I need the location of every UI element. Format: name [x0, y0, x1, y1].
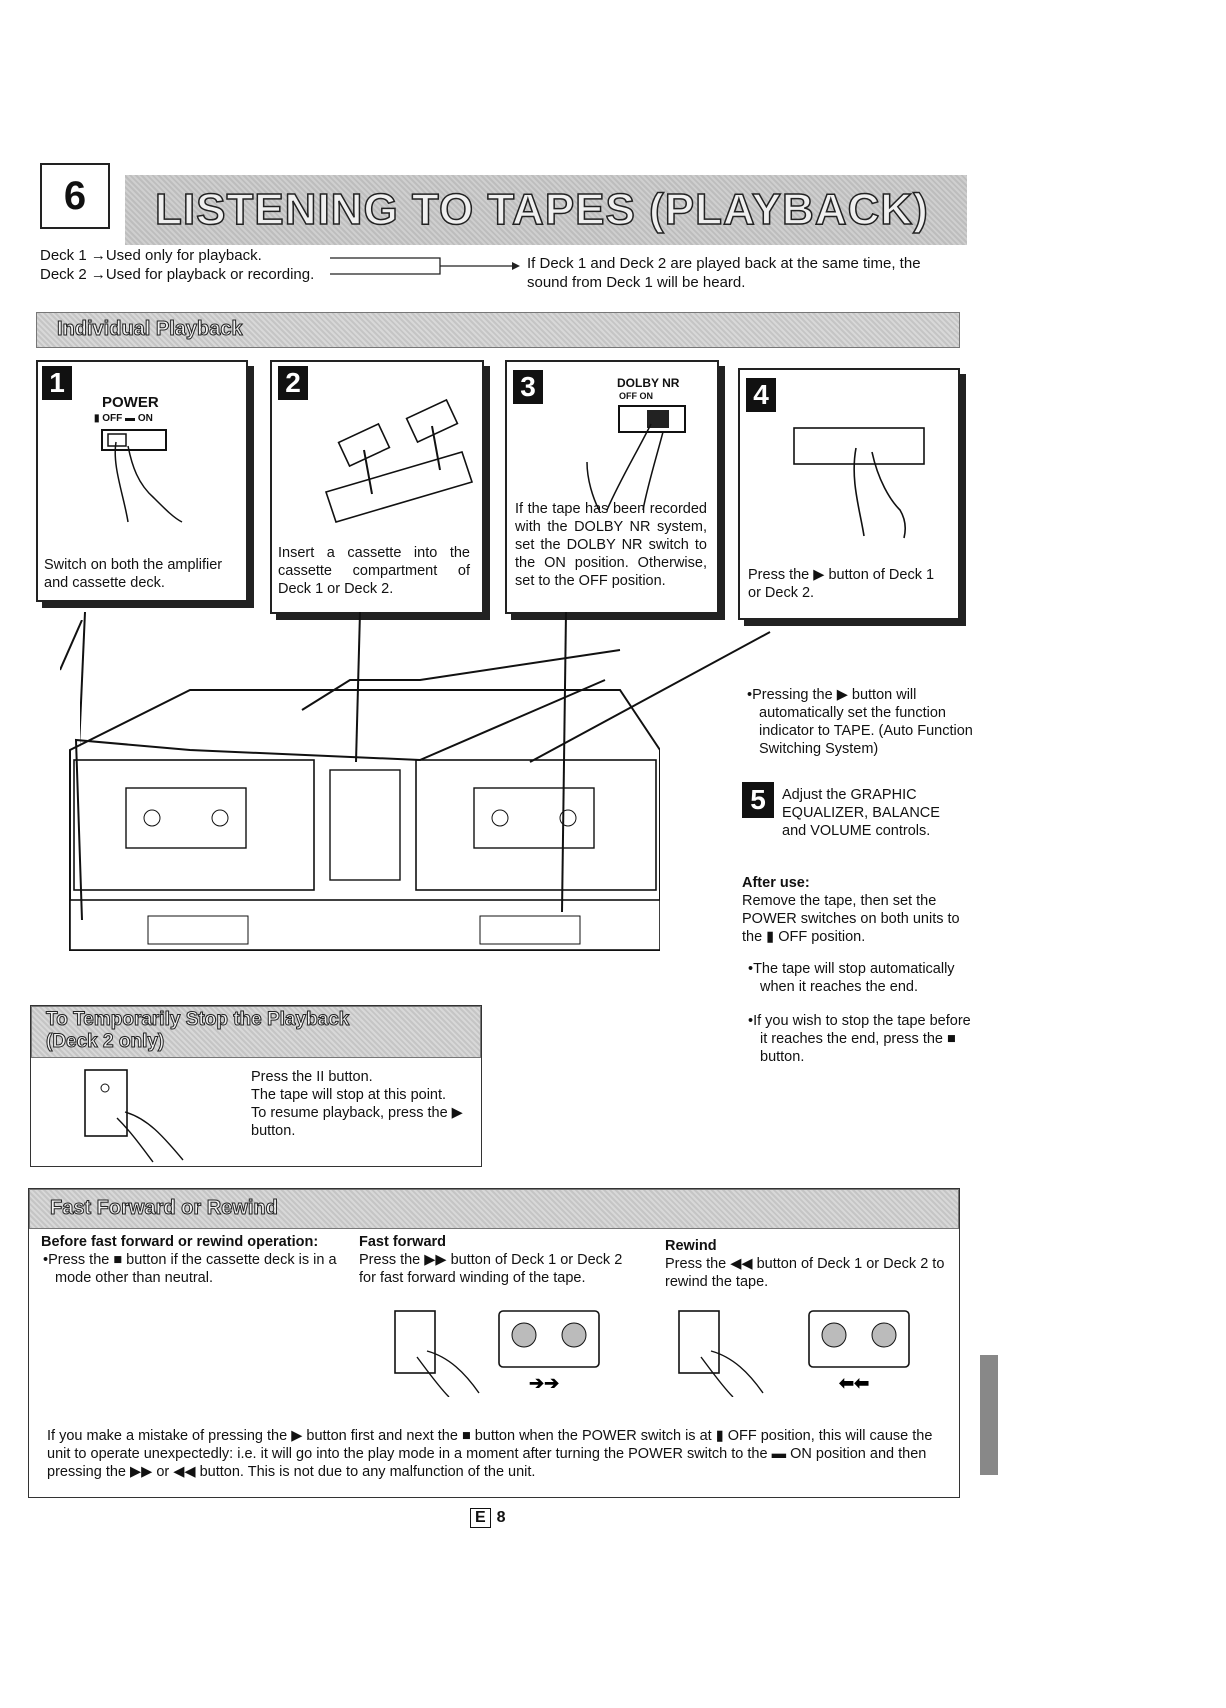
temp-stop-line-2: The tape will stop at this point. [251, 1087, 447, 1103]
temp-stop-line-3: To resume playback, press the ▶ button. [251, 1105, 463, 1139]
simultaneous-note: If Deck 1 and Deck 2 are played back at … [527, 255, 921, 291]
after-use-title: After use: [742, 875, 810, 891]
step4-text: Press the ▶ button of Deck 1 or Deck 2. [748, 567, 935, 601]
ff-title: Fast forward [359, 1234, 447, 1250]
play-button-illustration [793, 427, 925, 539]
rew-arrows: ⬅⬅ [838, 1373, 869, 1393]
temp-stop-band: To Temporarily Stop the Playback (Deck 2… [31, 1006, 481, 1058]
stop-before-end-note: •If you wish to stop the tape before it … [748, 1013, 971, 1065]
side-tab-mark [980, 1355, 998, 1475]
cassette-deck-illustration [60, 620, 660, 951]
temp-stop-text: Press the II button. The tape will stop … [251, 1068, 471, 1140]
step2-number: 2 [278, 366, 308, 400]
step1-text: Switch on both the amplifier and cassett… [44, 557, 223, 591]
individual-playback-title: Individual Playback [57, 318, 244, 341]
step4-panel: 4 Press the ▶ button of Deck 1 or Deck 2… [738, 368, 960, 620]
dolby-label: DOLBY NR [617, 376, 680, 390]
page-title: LISTENING TO TAPES (PLAYBACK) [154, 184, 929, 235]
step2-text: Insert a cassette into the cassette comp… [278, 545, 470, 597]
individual-playback-band: Individual Playback [36, 312, 960, 348]
ff-arrows: ➔➔ [529, 1373, 559, 1393]
step3-text: If the tape has been recorded with the D… [515, 501, 707, 589]
temp-stop-title-1: To Temporarily Stop the Playback [45, 1009, 350, 1031]
cassette-insert-illustration [324, 398, 474, 523]
before-title: Before fast forward or rewind operation: [41, 1234, 319, 1250]
step3-number: 3 [513, 370, 543, 404]
ffrew-warning: If you make a mistake of pressing the ▶ … [47, 1428, 933, 1480]
page-number: 8 [496, 1509, 506, 1526]
before-text: •Press the ■ button if the cassette deck… [43, 1252, 337, 1286]
leader-lines [80, 612, 771, 913]
deck1-note: Deck 1 →Used only for playback. [40, 247, 262, 264]
rew-title: Rewind [665, 1238, 717, 1254]
ffrew-band: Fast Forward or Rewind [29, 1189, 959, 1229]
step4-number: 4 [746, 378, 776, 412]
intro-connector [330, 257, 520, 275]
step5-text: Adjust the GRAPHIC EQUALIZER, BALANCE an… [782, 787, 940, 839]
intro-decks: Deck 1 →Used only for playback. Deck 2 →… [40, 246, 340, 284]
power-label: POWER [102, 394, 159, 411]
temp-stop-line-1: Press the II button. [251, 1069, 373, 1085]
step1-panel: 1 POWER ▮ OFF ▬ ON Switch on both the am… [36, 360, 248, 602]
pause-button-illustration [84, 1069, 184, 1163]
after-use-text: Remove the tape, then set the POWER swit… [742, 893, 960, 945]
language-badge: E [470, 1508, 491, 1528]
power-offon-label: ▮ OFF ▬ ON [94, 413, 153, 424]
step1-number: 1 [42, 366, 72, 400]
temp-stop-box: To Temporarily Stop the Playback (Deck 2… [30, 1005, 482, 1167]
ffrew-box: Fast Forward or Rewind Before fast forwa… [28, 1188, 960, 1498]
deck2-note: Deck 2 →Used for playback or recording. [40, 266, 315, 283]
ff-text: Press the ▶▶ button of Deck 1 or Deck 2 … [359, 1252, 623, 1286]
dolby-offon-label: OFF ON [619, 391, 653, 401]
temp-stop-title-2: (Deck 2 only) [45, 1031, 165, 1053]
page-footer: E 8 [470, 1508, 506, 1528]
auto-function-note: •Pressing the ▶ button will automaticall… [747, 687, 973, 757]
step3-panel: 3 DOLBY NR OFF ON If the tape has been r… [505, 360, 719, 614]
step2-panel: 2 Insert a cassette into the cassette co… [270, 360, 484, 614]
auto-stop-note: •The tape will stop automatically when i… [748, 961, 955, 995]
ffrew-illustrations: ➔➔ ⬅⬅ [394, 1310, 910, 1397]
rew-text: Press the ◀◀ button of Deck 1 or Deck 2 … [665, 1256, 945, 1290]
power-switch-illustration [101, 429, 183, 523]
dolby-switch-illustration [586, 405, 686, 511]
title-bar: LISTENING TO TAPES (PLAYBACK) [125, 175, 967, 245]
ffrew-title: Fast Forward or Rewind [50, 1197, 279, 1220]
section-number: 6 [40, 163, 110, 229]
step5-number: 5 [742, 782, 774, 818]
